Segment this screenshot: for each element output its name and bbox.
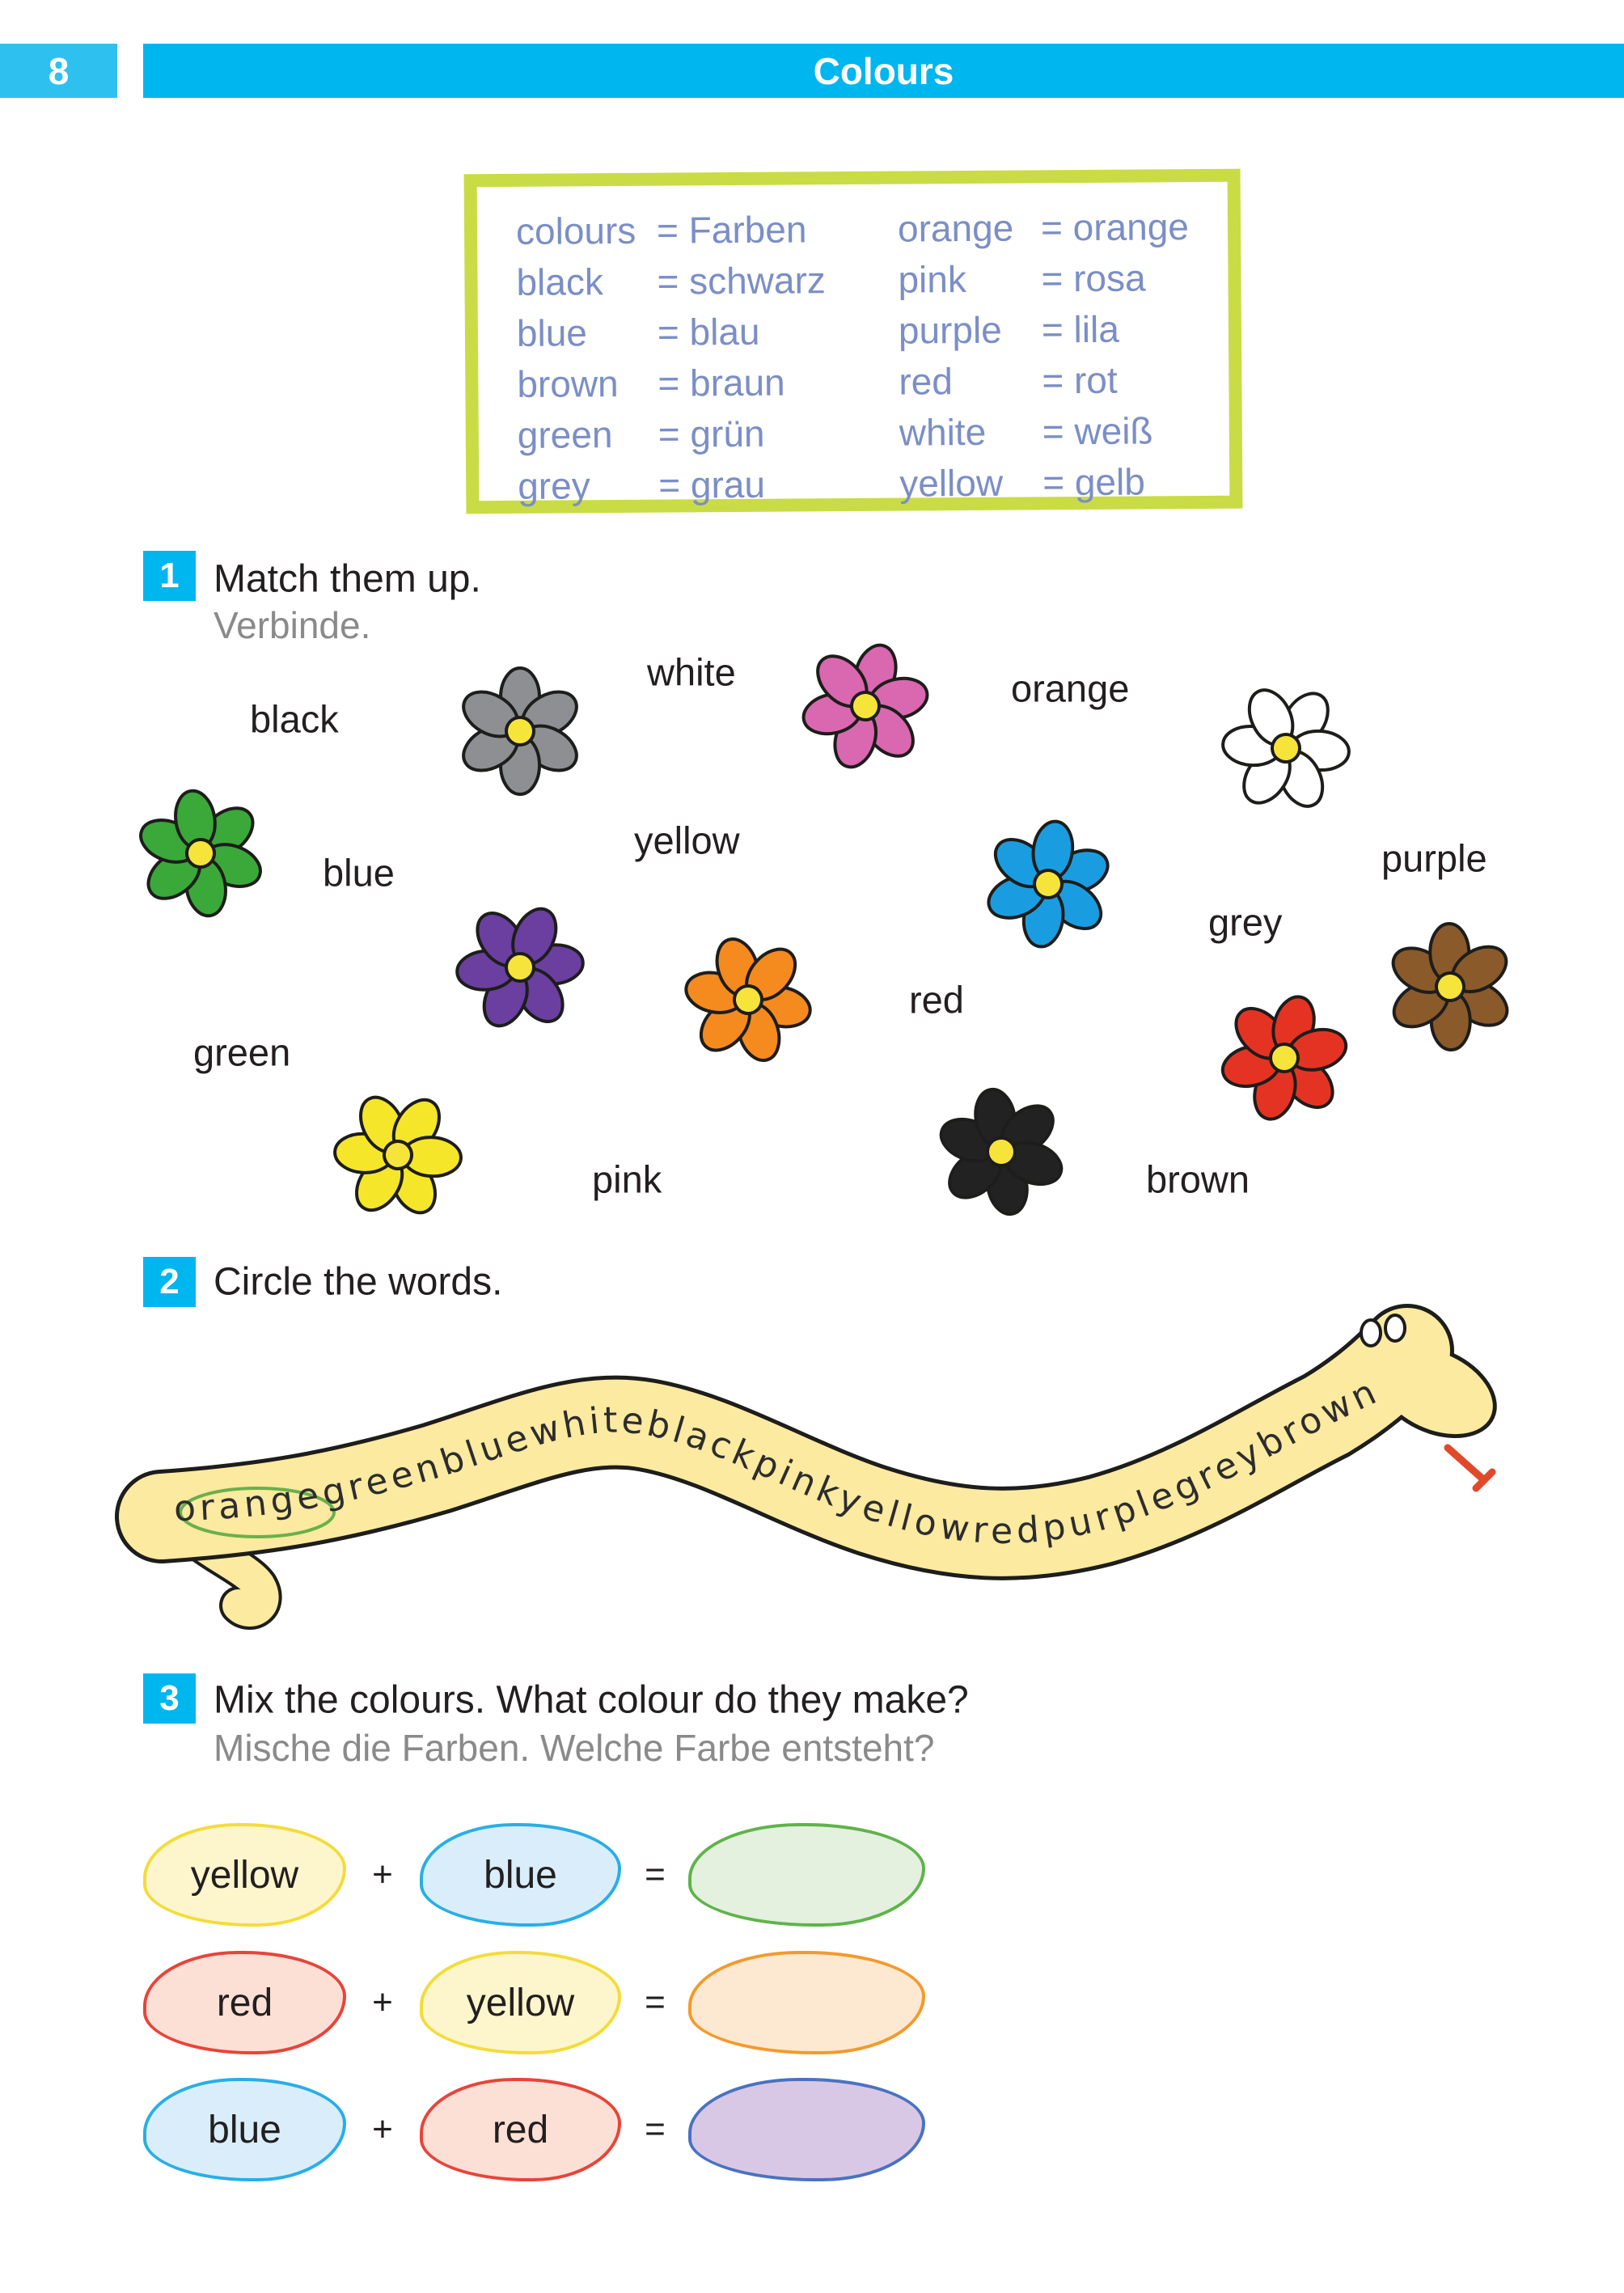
plus-sign: + [372, 1855, 393, 1894]
page-number: 8 [0, 44, 117, 98]
snake-eye [1384, 1314, 1406, 1343]
colour-blob-yellow: yellow [420, 1951, 621, 2054]
equals-sign: = [645, 1982, 666, 2022]
word-yellow[interactable]: yellow [634, 819, 740, 862]
black-flower-icon[interactable] [927, 1078, 1076, 1225]
word-brown[interactable]: brown [1146, 1157, 1250, 1201]
word-pink[interactable]: pink [592, 1157, 662, 1201]
red-flower-icon[interactable] [1195, 968, 1375, 1149]
yellow-flower-icon[interactable] [312, 1069, 484, 1240]
grey-flower-icon[interactable] [455, 666, 584, 796]
word-blue[interactable]: blue [323, 851, 395, 895]
plus-sign: + [372, 1982, 393, 2022]
word-red[interactable]: red [909, 978, 964, 1022]
colour-blob-blue: blue [143, 2078, 346, 2181]
answer-blob-green[interactable] [688, 1823, 925, 1927]
colour-blob-yellow: yellow [143, 1823, 346, 1927]
exercise-2-number: 2 [143, 1257, 196, 1307]
colour-blob-red: red [143, 1951, 346, 2054]
page-title: Colours [143, 44, 1624, 98]
plus-sign: + [372, 2109, 393, 2149]
snake-tongue [1444, 1444, 1496, 1492]
brown-flower-icon[interactable] [1364, 900, 1537, 1074]
exercise-2-title: Circle the words. [214, 1260, 503, 1304]
word-snake: orangegreenbluewhiteblackpinkyellowredpu… [0, 1294, 1497, 1630]
exercise-1-number: 1 [143, 551, 196, 601]
word-green[interactable]: green [193, 1030, 291, 1074]
blue-flower-icon[interactable] [966, 801, 1131, 967]
word-white[interactable]: white [647, 650, 736, 694]
word-purple[interactable]: purple [1381, 836, 1487, 880]
answer-blob-orange[interactable] [688, 1951, 925, 2054]
circled-word-orange [179, 1487, 336, 1538]
pink-flower-icon[interactable] [785, 627, 945, 785]
colour-blob-blue: blue [420, 1823, 621, 1927]
word-orange[interactable]: orange [1011, 666, 1130, 710]
exercise-3-title: Mix the colours. What colour do they mak… [214, 1678, 969, 1722]
equals-sign: = [645, 2109, 666, 2149]
orange-flower-icon[interactable] [673, 924, 823, 1076]
colour-blob-red: red [420, 2078, 621, 2181]
exercise-1-title: Match them up. [214, 557, 481, 601]
word-black[interactable]: black [250, 697, 339, 741]
white-flower-icon[interactable] [1197, 660, 1374, 836]
exercise-1-subtitle: Verbinde. [214, 604, 371, 646]
exercise-3-number: 3 [143, 1673, 196, 1724]
flowers [111, 627, 1537, 1240]
answer-blob-purple[interactable] [688, 2078, 925, 2181]
snake-eye [1360, 1318, 1382, 1347]
green-flower-icon[interactable] [111, 764, 290, 943]
exercise-3-subtitle: Mische die Farben. Welche Farbe entsteht… [214, 1727, 935, 1769]
word-grey[interactable]: grey [1208, 900, 1283, 944]
purple-flower-icon[interactable] [451, 898, 588, 1037]
equals-sign: = [645, 1855, 666, 1894]
